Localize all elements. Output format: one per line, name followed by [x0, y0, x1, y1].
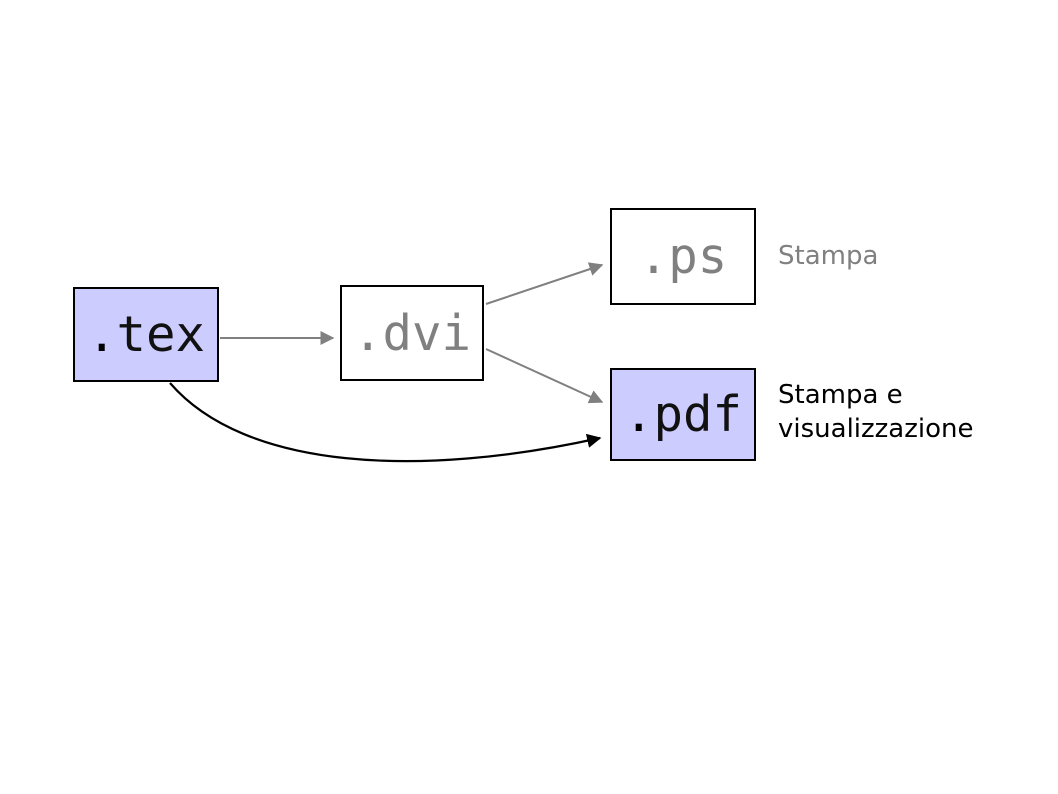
edge-dvi-to-pdf [485, 348, 604, 404]
node-pdf[interactable]: .pdf [610, 368, 756, 461]
node-tex-dot: . [86, 306, 117, 363]
node-dvi-dot: . [352, 304, 383, 362]
node-pdf-label: pdf [653, 386, 743, 443]
edge-dvi-to-ps [485, 262, 604, 305]
node-pdf-dot: . [623, 386, 654, 443]
node-tex-label: tex [116, 306, 206, 363]
node-ps[interactable]: .ps [610, 208, 756, 305]
node-dvi[interactable]: .dvi [340, 285, 484, 381]
node-dvi-label: dvi [382, 304, 472, 362]
node-ps-dot: . [638, 228, 669, 285]
edge-tex-to-pdf [169, 382, 602, 463]
node-tex[interactable]: .tex [73, 287, 219, 382]
annotation-stampa-visualizzazione: Stampa e visualizzazione [778, 380, 974, 445]
annotation-stampa: Stampa [778, 241, 879, 271]
node-ps-label: ps [668, 228, 728, 285]
